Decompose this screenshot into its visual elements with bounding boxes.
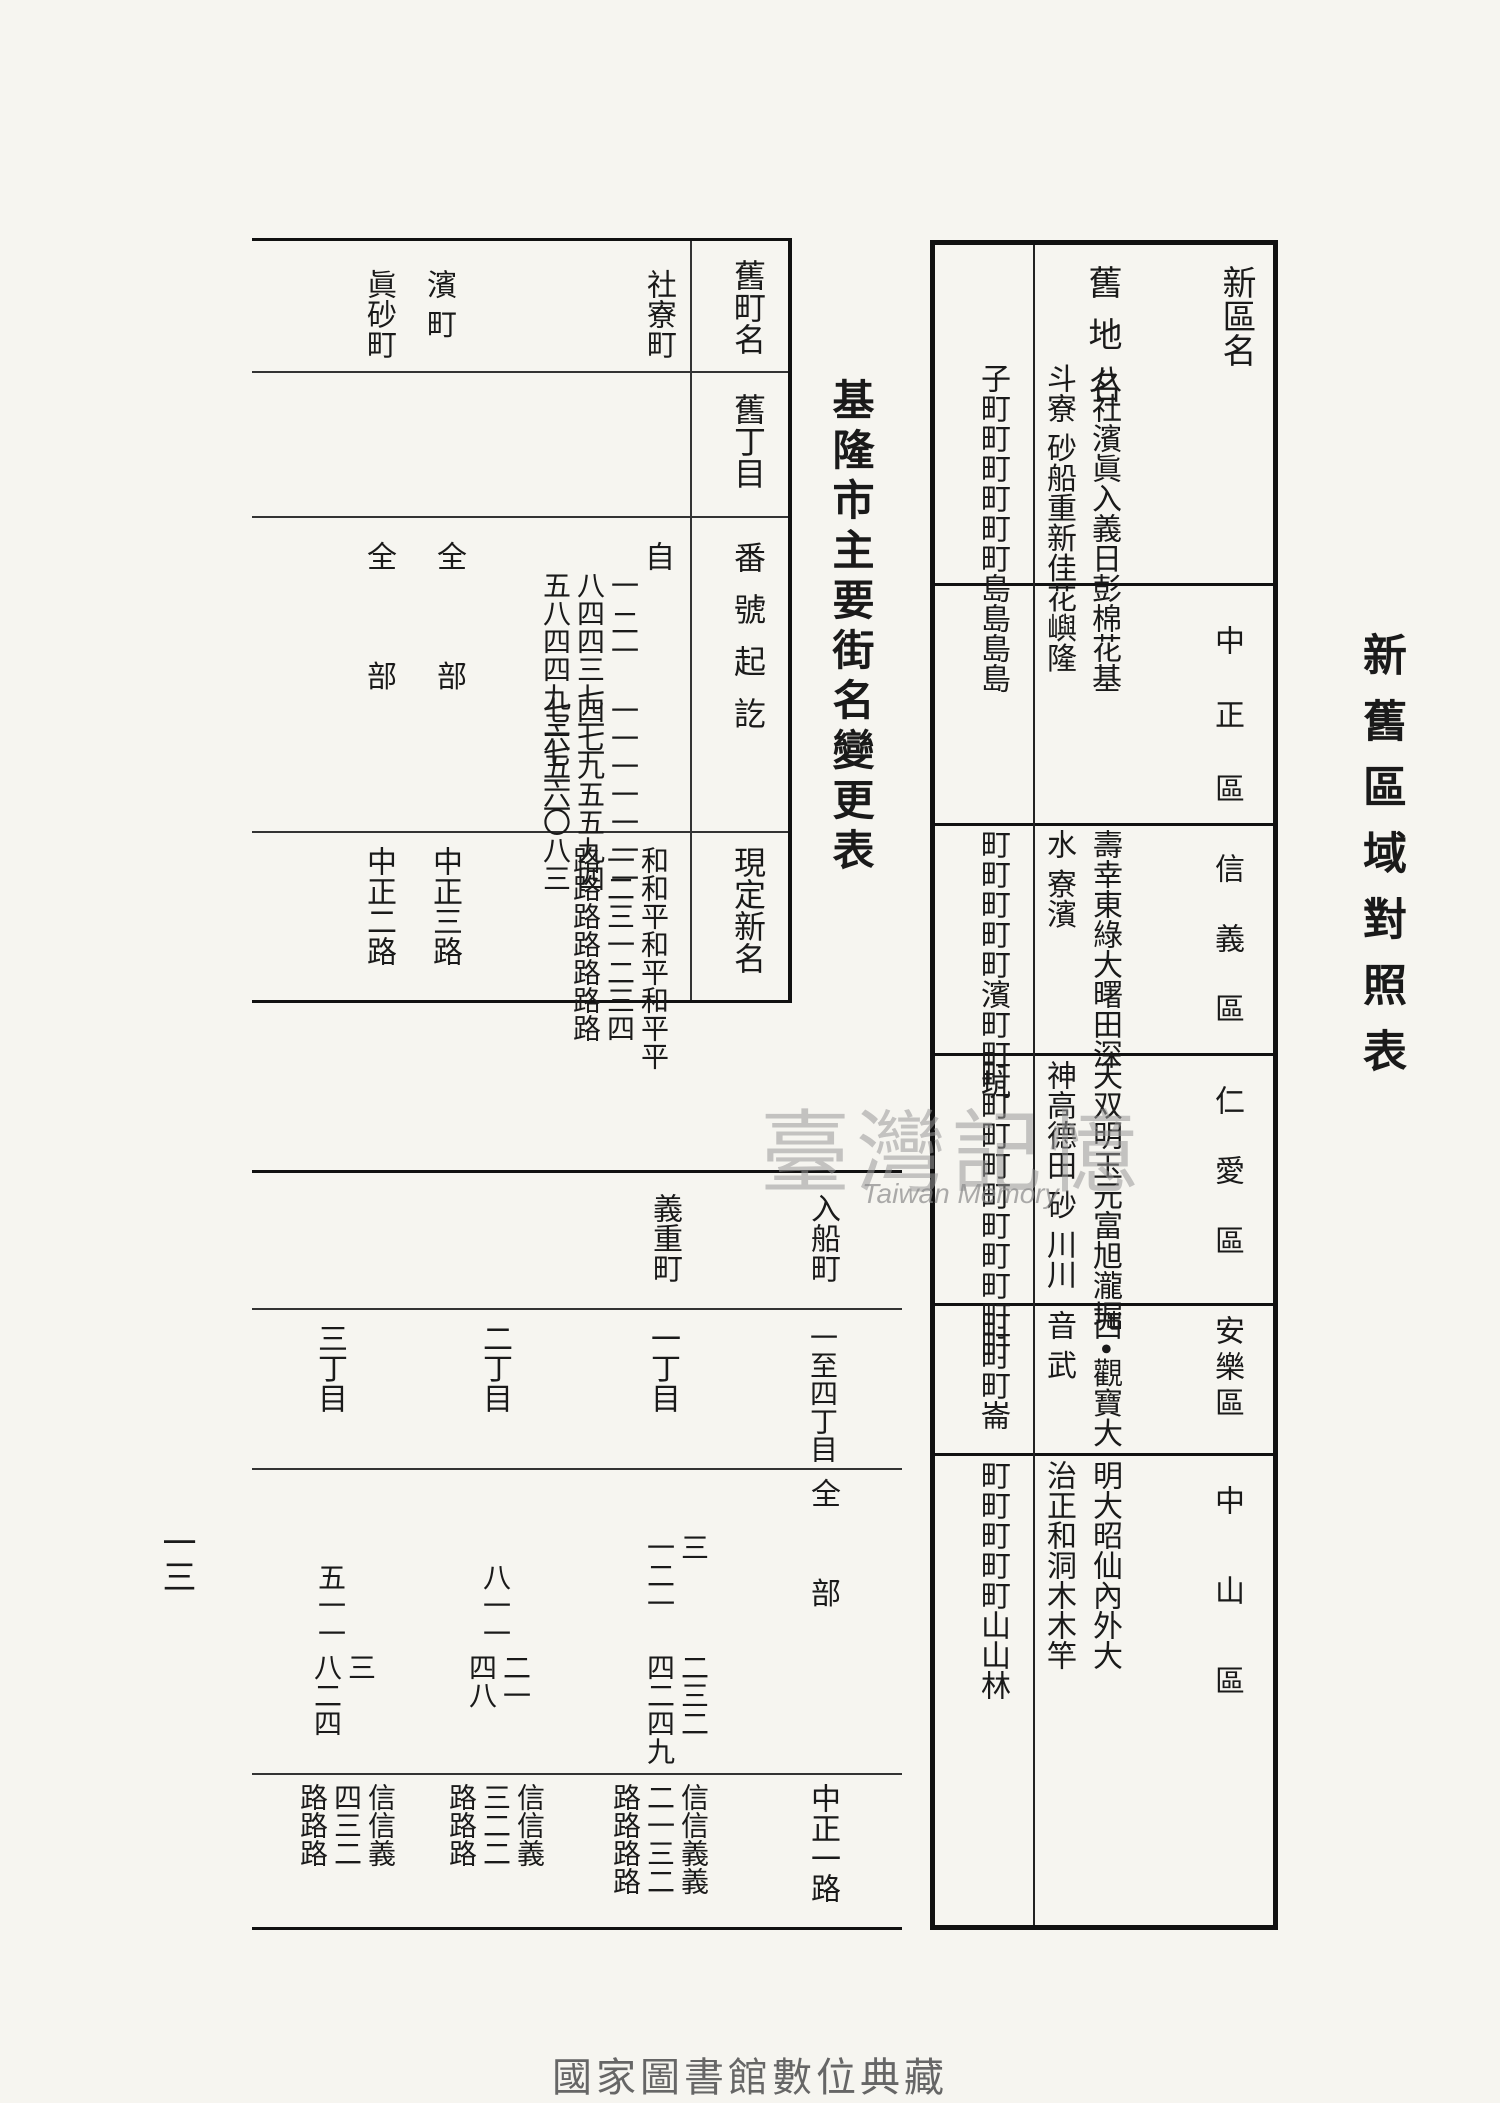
old-chome: 一丁目 — [645, 1323, 680, 1413]
old-names: 天双明玉元富旭瀧堀 — [1087, 1060, 1122, 1330]
old-town-name: 義重町 — [647, 1193, 682, 1283]
range-all: 全 部 — [805, 1478, 840, 1638]
page-title-left: 基隆市主要街名變更表 — [826, 378, 875, 878]
range-end: 一一一一一一一 四七九五五九四 七六五六〇八三 — [539, 696, 640, 892]
range-end: 二一 四八 — [465, 1653, 532, 1709]
old-names-sub: 神高德田 砂 川川 — [1041, 1060, 1076, 1290]
district-name: 信義區 — [1209, 853, 1244, 1063]
district-name: 安樂區 — [1209, 1315, 1244, 1423]
header-old-place: 舊地名 — [1082, 265, 1122, 421]
old-town-name: 眞砂町 — [361, 269, 396, 359]
header-number-range: 番號起訖 — [729, 541, 767, 749]
range-start: 一 二一 八四四三七一一 五八四四九三七一一 — [539, 571, 640, 823]
district-name: 中正區 — [1209, 625, 1244, 847]
range-all: 全 部 — [431, 541, 466, 731]
old-names-sub: 治正和洞木木竿 — [1041, 1460, 1076, 1670]
archive-footer: 國家圖書館數位典藏 — [552, 2055, 948, 2101]
district-name: 仁愛區 — [1209, 1085, 1244, 1295]
old-names-tail: 町町町崙 — [975, 1310, 1010, 1430]
range-start: 三 一二一 — [643, 1533, 710, 1617]
old-names-tail: 町町町町町山山林 — [975, 1460, 1010, 1700]
old-town-name: 入船町 — [805, 1193, 840, 1283]
range-end: 三 八二四 — [310, 1653, 377, 1737]
new-street-name: 中正二路 — [361, 846, 396, 966]
old-names: 西•觀寶大 — [1087, 1310, 1122, 1448]
new-street-names: 信信義 三二二 路路路 — [445, 1783, 546, 1867]
district-comparison-table: 新區名 舊地名 中正區 八社濱眞入義日彭棉花基 斗寮 砂船重新佳花嶼隆 子町町町… — [930, 240, 1278, 1930]
header-old-town: 舊町名 — [729, 259, 767, 355]
district-name: 中山區 — [1209, 1485, 1244, 1755]
old-names-tail: 子町町町町町町島島島島 — [975, 363, 1010, 693]
old-names: 壽幸東綠大曙田深 — [1087, 829, 1122, 1069]
old-names-sub: 音 武 — [1041, 1310, 1076, 1380]
old-chome: 三丁目 — [312, 1323, 347, 1413]
street-name-change-table: 舊町名 舊丁目 番號起訖 現定新名 社寮町 自 一 二一 八四四三七一一 五八四… — [252, 238, 792, 1070]
old-names: 明大昭仙內外大 — [1087, 1460, 1122, 1670]
old-names-sub: 斗寮 砂船重新佳花嶼隆 — [1041, 363, 1076, 673]
header-new-district: 新區名 — [1216, 265, 1256, 367]
new-street-name: 中正一路 — [805, 1783, 840, 1903]
header-old-chome: 舊丁目 — [729, 393, 767, 489]
page-number: 一三 — [156, 1525, 196, 1593]
old-names-tail: 町町町町町町町町町町 — [975, 1060, 1010, 1360]
range-end: 二三二 四二四九 — [643, 1653, 710, 1765]
new-street-names: 信信義義 二一三二 路路路路 — [609, 1783, 710, 1895]
old-town-name: 社寮町 — [641, 269, 676, 359]
new-street-names: 和和平和平和平平 一二三一二三四 路路路路路路路 — [569, 846, 670, 1070]
range-start: 八一一 — [479, 1563, 512, 1647]
new-street-name: 中正三路 — [427, 846, 462, 966]
new-street-names: 信信義 四三二 路路路 — [296, 1783, 397, 1867]
old-names-sub: 水 寮濱 — [1041, 829, 1076, 929]
range-from: 自 — [639, 541, 674, 571]
old-names-tail: 町町町町町濱町町坑 — [975, 829, 1010, 1099]
page-title-right: 新舊區域對照表 — [1355, 632, 1406, 1094]
street-name-change-table-continued: 入船町 一至四丁目 全 部 中正一路 義重町 一丁目 三 一二一 二三二 四二四… — [252, 1170, 902, 1930]
watermark-subtitle: Taiwan Memory — [862, 1178, 1059, 1209]
old-chome: 二丁目 — [477, 1323, 512, 1413]
range-all: 全 部 — [361, 541, 396, 731]
old-town-name: 濱 町 — [421, 269, 456, 339]
old-names: 八社濱眞入義日彭棉花基 — [1086, 363, 1121, 693]
range-start: 五一一 — [314, 1563, 347, 1647]
watermark-logo: 臺灣記憶 — [760, 1101, 1144, 1206]
header-new-name: 現定新名 — [729, 846, 767, 974]
old-chome: 一至四丁目 — [806, 1323, 839, 1463]
